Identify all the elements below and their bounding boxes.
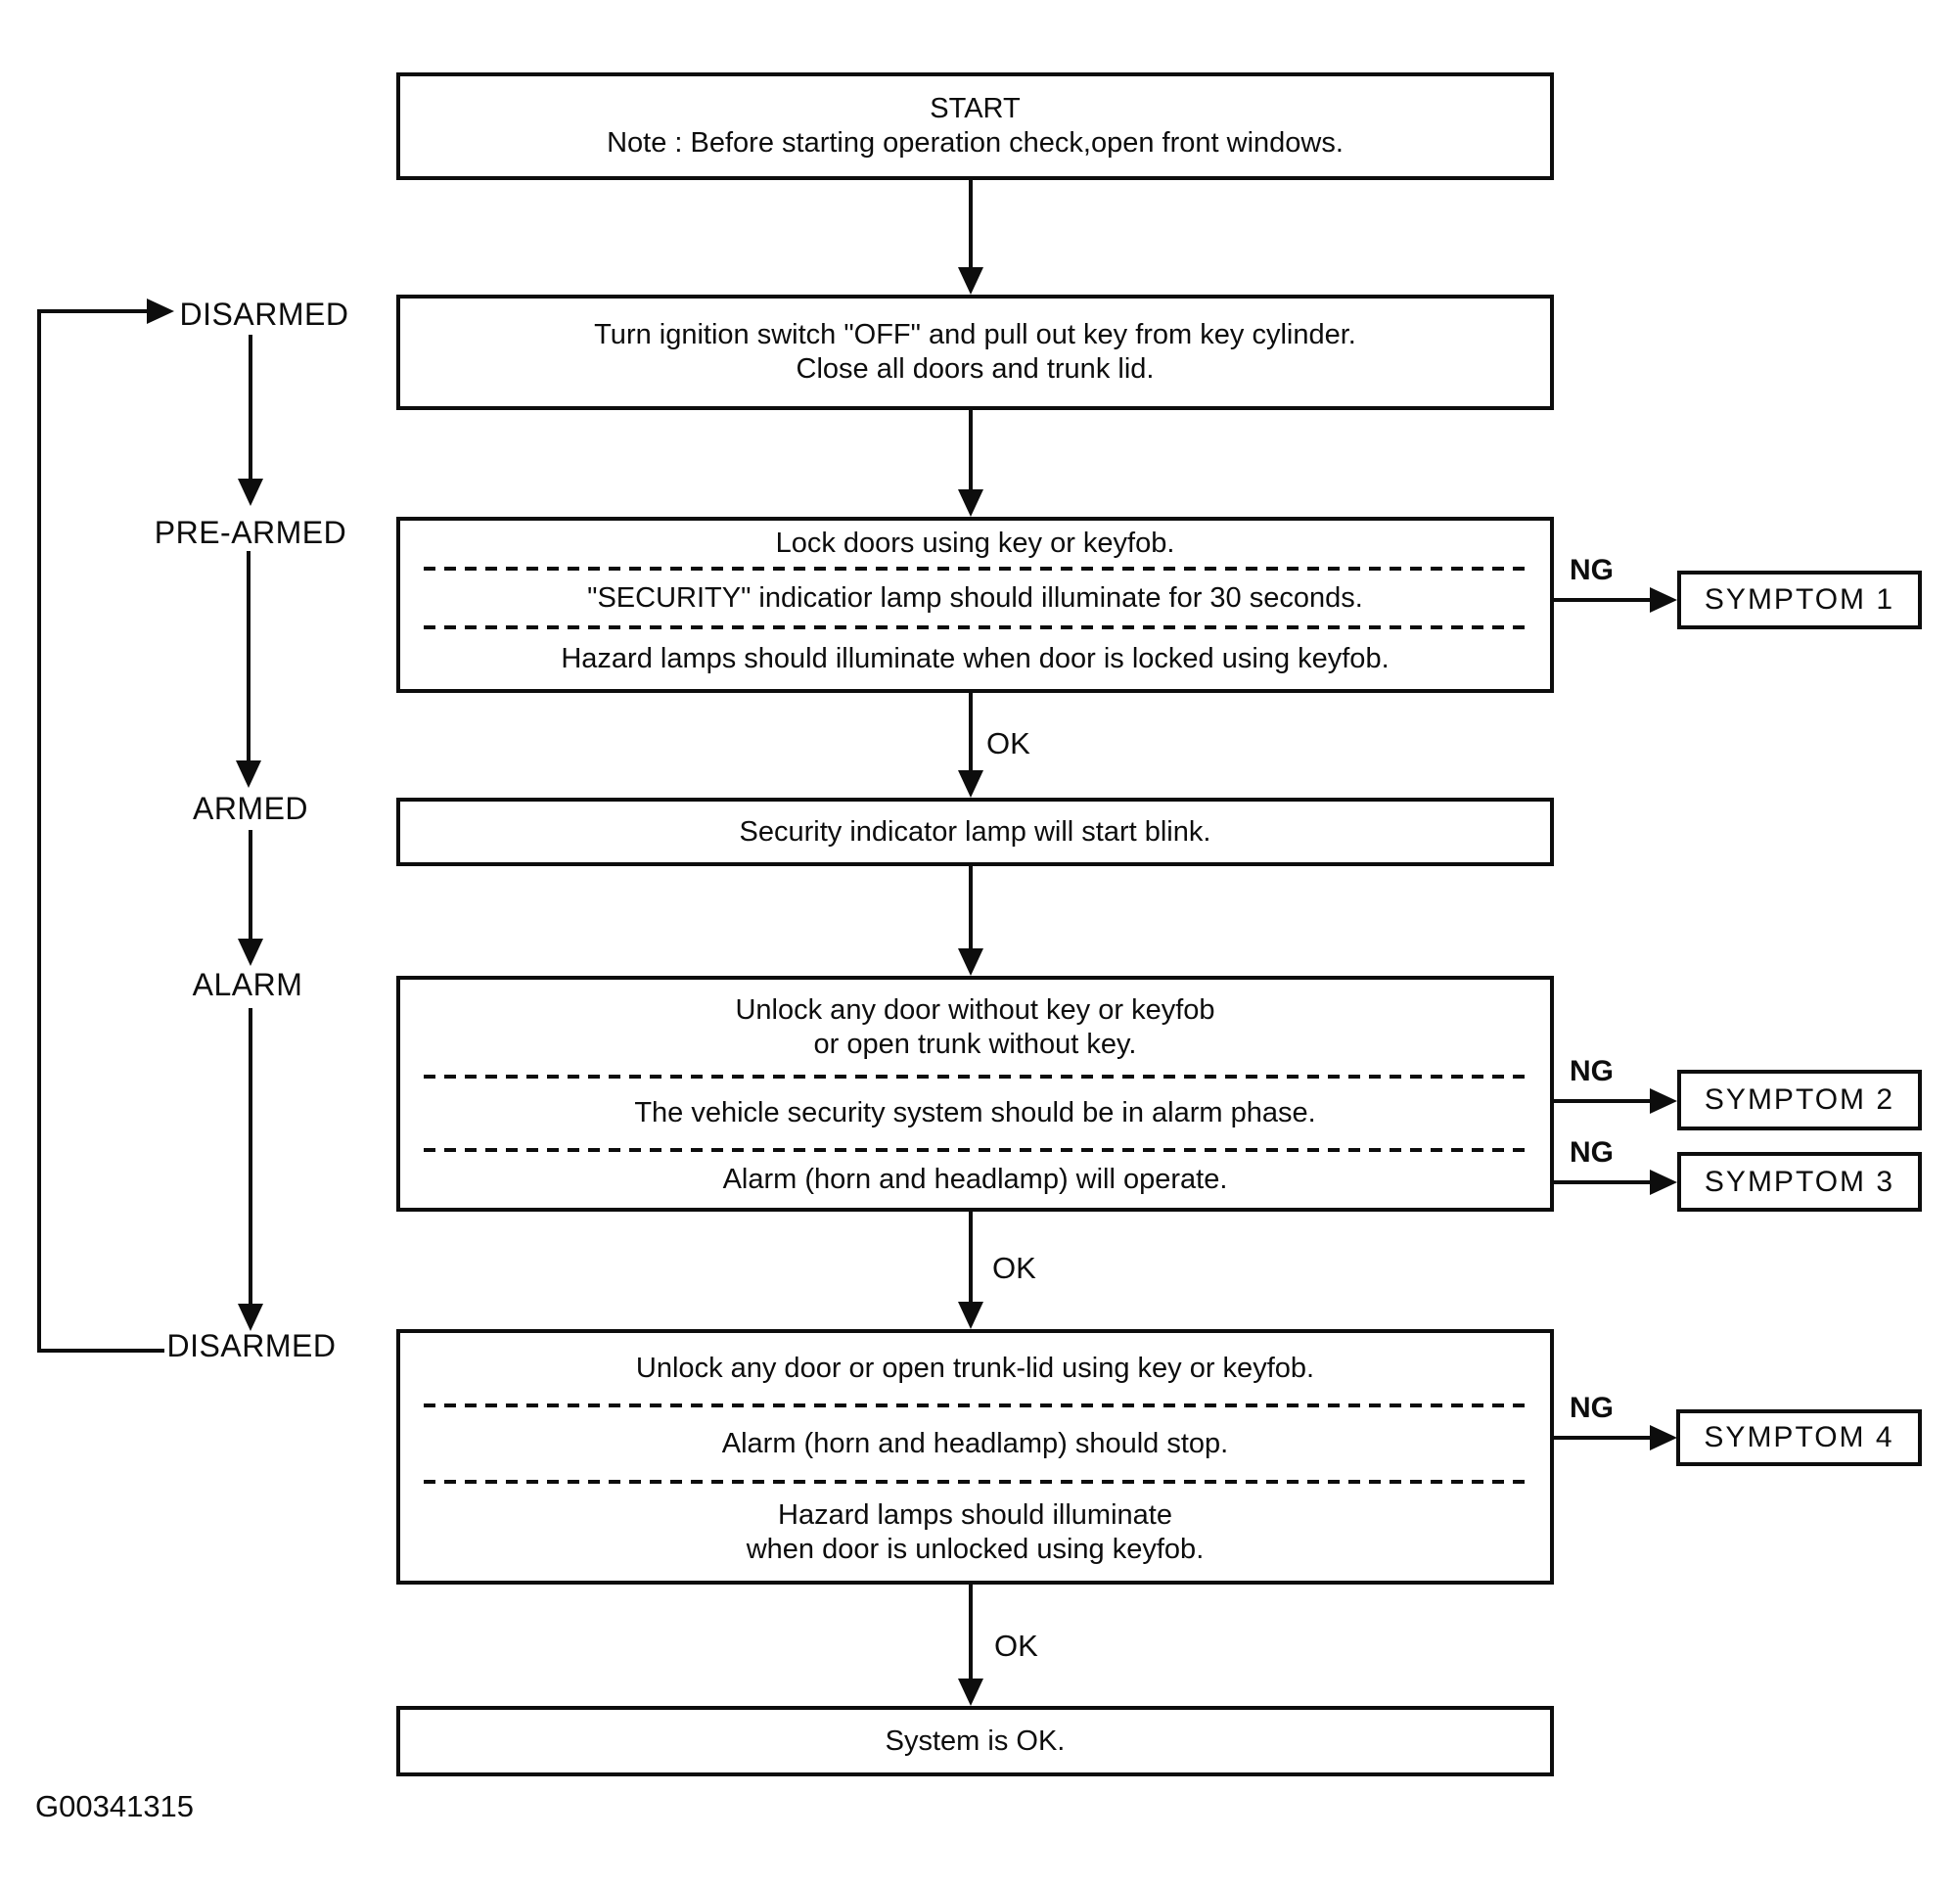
state-arrow-disarmed-to-prearmed: [238, 335, 263, 506]
state-label-armed: ARMED: [192, 791, 309, 826]
alarm-test-row3: Alarm (horn and headlamp) will operate.: [722, 1164, 1228, 1195]
alarm-test-row2: The vehicle security system should be in…: [634, 1097, 1316, 1128]
ng-label-2: NG: [1570, 1055, 1614, 1087]
blink-row1: Security indicator lamp will start blink…: [739, 815, 1211, 848]
dashed-divider: [424, 625, 1527, 629]
ng-label-1: NG: [1570, 554, 1614, 586]
ng-arrow-symptom3: [1554, 1170, 1677, 1195]
symptom-1-box: SYMPTOM 1: [1677, 571, 1922, 629]
lock-row1: Lock doors using key or keyfob.: [775, 528, 1175, 559]
flow-arrow-ignition-to-lock: [958, 410, 983, 517]
flow-arrow-blink-to-alarmtest: [958, 866, 983, 976]
symptom-4-box: SYMPTOM 4: [1676, 1409, 1922, 1466]
ignition-line1: Turn ignition switch "OFF" and pull out …: [594, 319, 1356, 350]
ok-label-1: OK: [986, 726, 1030, 760]
ok-label-2: OK: [992, 1251, 1036, 1285]
dashed-divider: [424, 1480, 1527, 1484]
dashed-divider: [424, 567, 1527, 571]
state-label-alarm: ALARM: [192, 967, 303, 1002]
system-ok-text: System is OK.: [885, 1725, 1066, 1757]
symptom-3-box: SYMPTOM 3: [1677, 1152, 1922, 1212]
ignition-line2: Close all doors and trunk lid.: [796, 353, 1155, 385]
disarm-test-row3-line2: when door is unlocked using keyfob.: [746, 1533, 1205, 1565]
symptom-1-label: SYMPTOM 1: [1704, 583, 1895, 616]
ng-arrow-symptom1: [1554, 587, 1677, 613]
flow-arrow-disarmtest-to-end: [958, 1585, 983, 1706]
start-note: Note : Before starting operation check,o…: [607, 127, 1344, 159]
lock-row3: Hazard lamps should illuminate when door…: [561, 643, 1390, 674]
disarm-test-row2: Alarm (horn and headlamp) should stop.: [721, 1427, 1229, 1459]
ng-arrow-symptom2: [1554, 1088, 1677, 1114]
disarm-test-row3-line1: Hazard lamps should illuminate: [778, 1498, 1172, 1531]
figure-id: G00341315: [35, 1789, 195, 1823]
loop-line-top: [37, 309, 147, 313]
ng-label-4: NG: [1570, 1392, 1614, 1424]
loop-arrowhead-right: [147, 299, 174, 324]
lock-doors-box: Lock doors using key or keyfob. "SECURIT…: [396, 517, 1554, 693]
disarm-test-row1: Unlock any door or open trunk-lid using …: [635, 1352, 1315, 1384]
start-box: START Note : Before starting operation c…: [396, 72, 1554, 180]
flow-arrow-alarmtest-to-disarmtest: [958, 1212, 983, 1329]
state-label-disarmed-top: DISARMED: [179, 297, 349, 332]
alarm-test-row1-line1: Unlock any door without key or keyfob: [735, 993, 1215, 1026]
lock-row2: "SECURITY" indicatior lamp should illumi…: [587, 581, 1363, 614]
flow-arrow-start-to-ignition: [958, 180, 983, 295]
symptom-3-label: SYMPTOM 3: [1704, 1165, 1895, 1198]
start-title: START: [930, 93, 1021, 124]
lamp-blink-box: Security indicator lamp will start blink…: [396, 798, 1554, 866]
state-arrow-armed-to-alarm: [238, 830, 263, 966]
dashed-divider: [424, 1403, 1527, 1407]
dashed-divider: [424, 1075, 1527, 1079]
alarm-test-row1-line2: or open trunk without key.: [813, 1028, 1137, 1060]
loop-line-bottom: [37, 1349, 164, 1353]
ignition-off-box: Turn ignition switch "OFF" and pull out …: [396, 295, 1554, 410]
flow-arrow-lock-to-blink: [958, 693, 983, 798]
symptom-2-label: SYMPTOM 2: [1704, 1083, 1895, 1116]
alarm-test-box: Unlock any door without key or keyfob or…: [396, 976, 1554, 1212]
state-arrow-prearmed-to-armed: [236, 551, 261, 788]
state-label-disarmed-bottom: DISARMED: [166, 1328, 337, 1363]
symptom-2-box: SYMPTOM 2: [1677, 1070, 1922, 1130]
disarm-test-box: Unlock any door or open trunk-lid using …: [396, 1329, 1554, 1585]
ng-label-3: NG: [1570, 1136, 1614, 1169]
loop-line-vertical: [37, 309, 41, 1353]
symptom-4-label: SYMPTOM 4: [1704, 1421, 1894, 1453]
system-ok-box: System is OK.: [396, 1706, 1554, 1776]
ok-label-3: OK: [994, 1629, 1038, 1663]
state-label-pre-armed: PRE-ARMED: [154, 515, 347, 550]
state-arrow-alarm-to-disarmed: [238, 1008, 263, 1331]
ng-arrow-symptom4: [1554, 1425, 1677, 1450]
dashed-divider: [424, 1148, 1527, 1152]
